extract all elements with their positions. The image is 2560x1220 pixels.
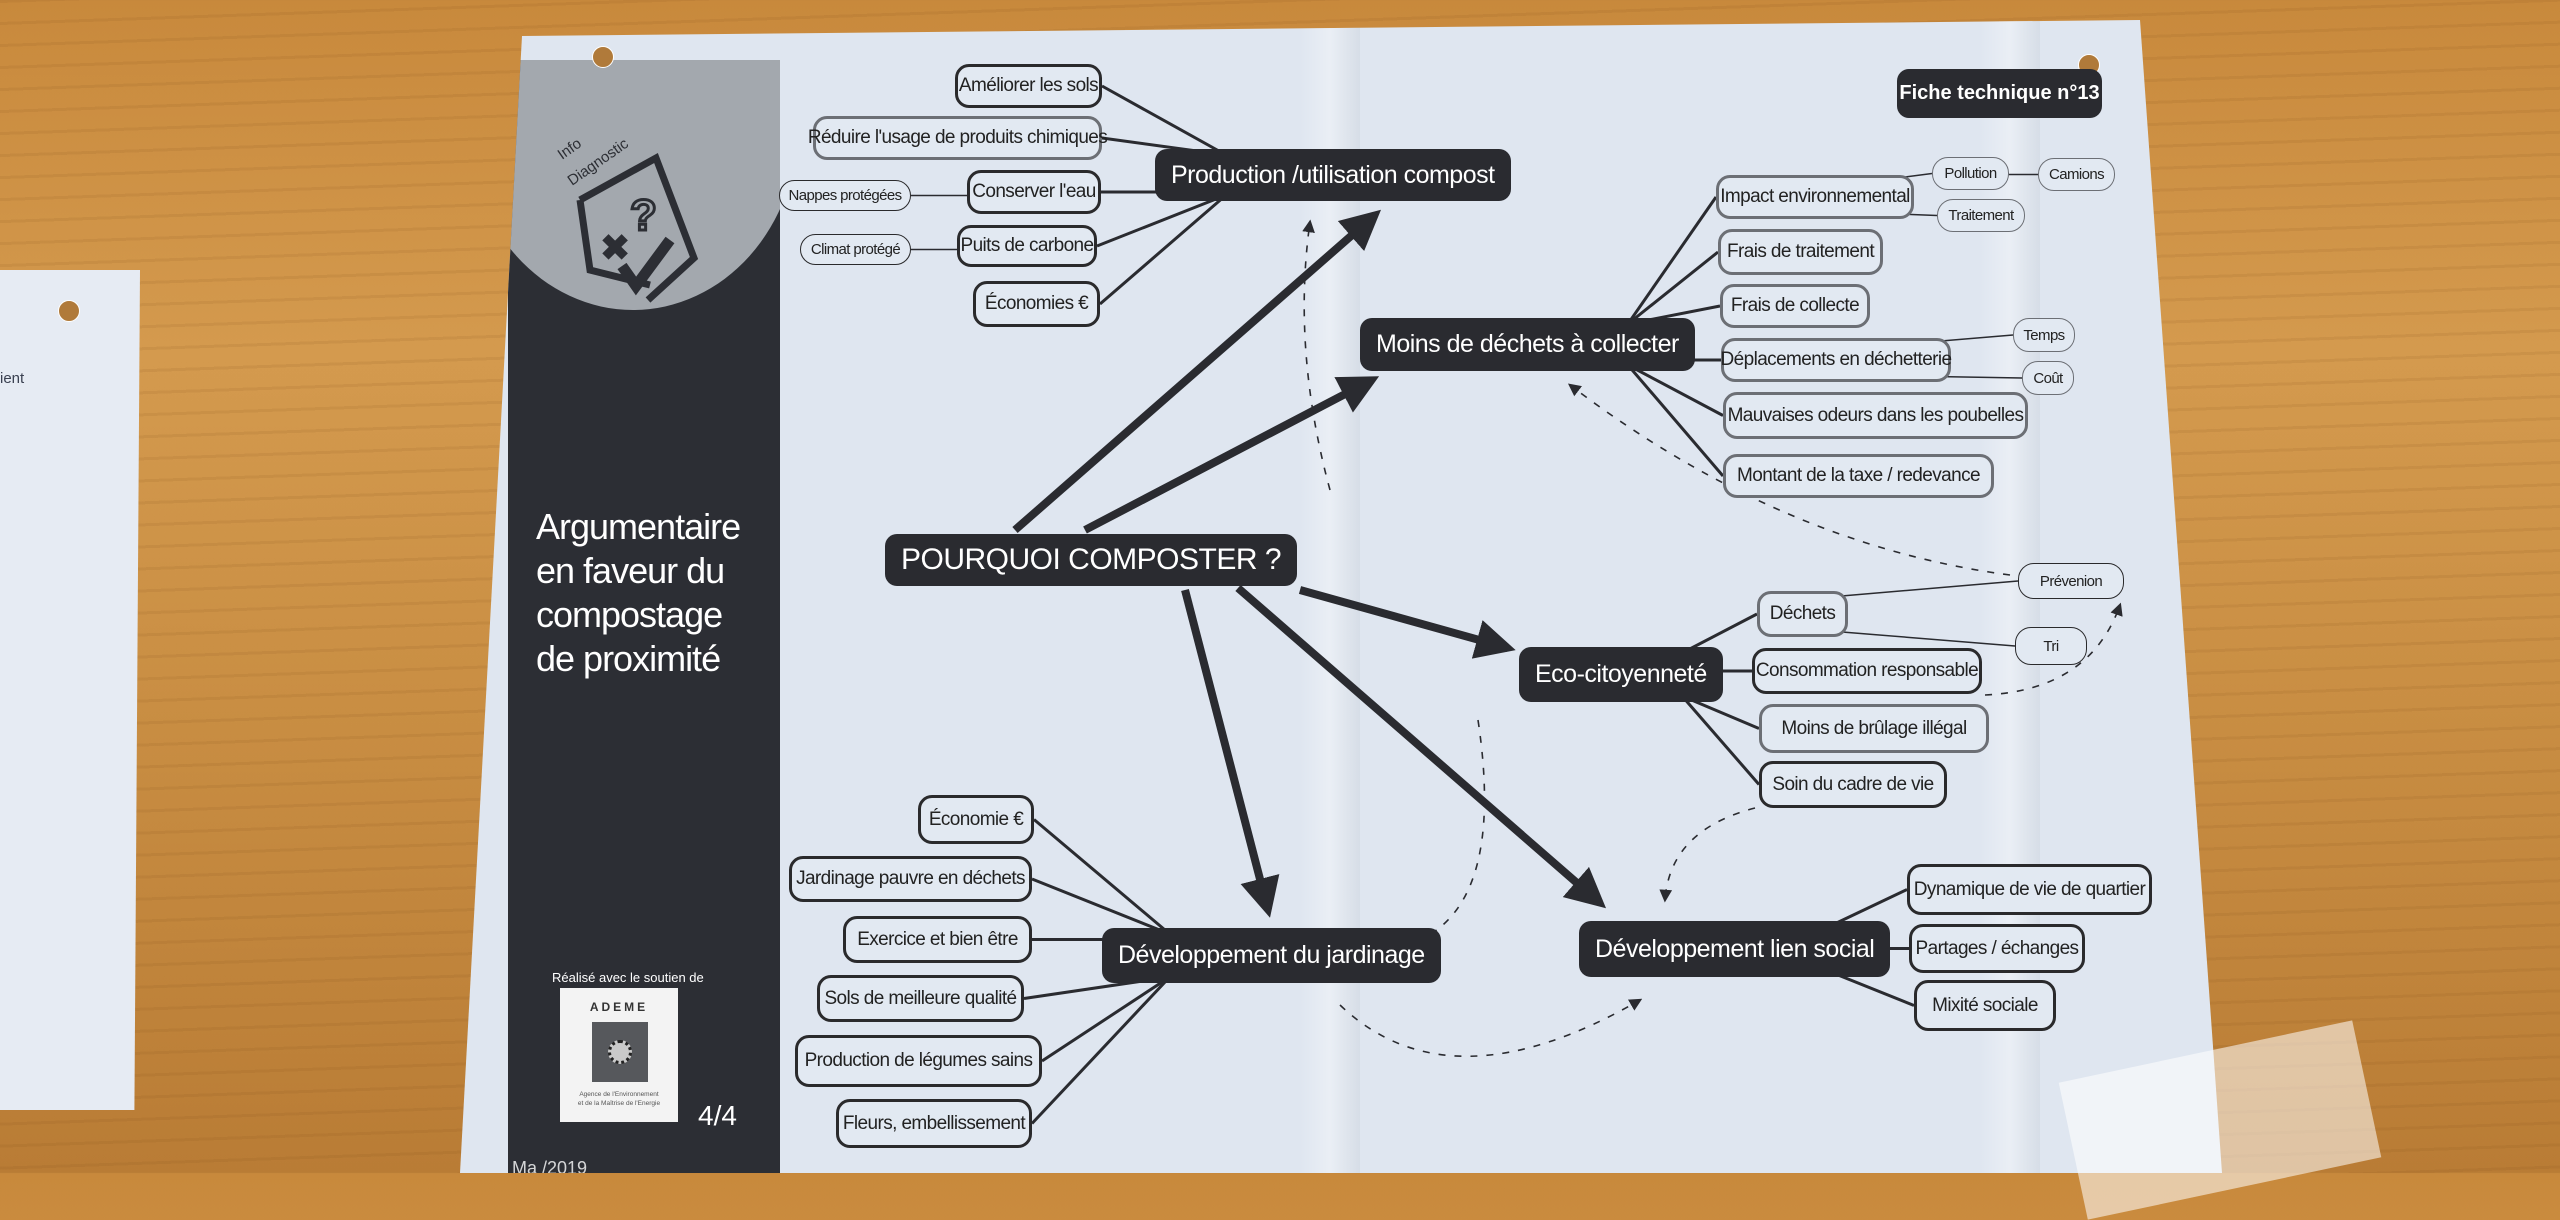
connector-line — [1626, 364, 1725, 477]
left-paper-sheet: ient — [0, 270, 140, 1110]
leaf-ameliorer-sols[interactable]: Améliorer les sols — [955, 64, 1102, 108]
sheet-text-fragment: ient — [0, 370, 25, 387]
leaf-mauvaises-odeurs[interactable]: Mauvaises odeurs dans les poubelles — [1723, 392, 2028, 439]
title-line: Argumentaire — [536, 506, 741, 547]
connector-line — [1680, 695, 1761, 786]
connector-line — [1031, 877, 1171, 936]
leaf-dynamique-quartier[interactable]: Dynamique de vie de quartier — [1907, 864, 2152, 915]
leaf-impact-environnemental[interactable]: Impact environnemental — [1716, 175, 1914, 219]
connector-line — [1626, 250, 1719, 326]
arrow-to-jardinage — [1181, 588, 1280, 918]
dashed-arrow — [1659, 807, 1756, 903]
leaf-mixite-sociale[interactable]: Mixité sociale — [1914, 980, 2056, 1031]
support-label: Réalisé avec le soutien de — [552, 970, 704, 985]
leaf-tri[interactable]: Tri — [2015, 627, 2087, 665]
leaf-prevention[interactable]: Prévenion — [2018, 563, 2124, 599]
leaf-sols-meilleure-qualite[interactable]: Sols de meilleure qualité — [817, 975, 1024, 1022]
leaf-reduire-chimiques[interactable]: Réduire l'usage de produits chimiques — [808, 116, 1108, 160]
leaf-production-legumes[interactable]: Production de légumes sains — [795, 1035, 1042, 1087]
node-eco-citoyennete[interactable]: Eco-citoyenneté — [1519, 647, 1723, 702]
leaf-dechets[interactable]: Déchets — [1757, 591, 1848, 637]
leaf-moins-brulage[interactable]: Moins de brûlage illégal — [1759, 704, 1989, 753]
node-developpement-lien-social[interactable]: Développement lien social — [1579, 921, 1891, 977]
leaf-partages-echanges[interactable]: Partages / échanges — [1909, 924, 2085, 973]
dashed-arrow — [1339, 998, 1643, 1058]
leaf-consommation-responsable[interactable]: Consommation responsable — [1752, 648, 1982, 694]
ademe-subtitle: Agence de l'Environnement et de la Maîtr… — [560, 1090, 678, 1108]
node-developpement-jardinage[interactable]: Développement du jardinage — [1102, 928, 1441, 983]
ademe-subtitle-line: Agence de l'Environnement — [579, 1091, 659, 1098]
ademe-name: ADEME — [589, 1000, 649, 1014]
ademe-logo: ADEME Agence de l'Environnement et de la… — [560, 988, 678, 1122]
connector-line — [1627, 363, 1724, 417]
arrow-to-social — [1235, 584, 1607, 909]
leaf-climat-protege[interactable]: Climat protégé — [800, 234, 911, 265]
leaf-temps[interactable]: Temps — [2013, 318, 2075, 352]
mindmap-sheet: Info Diagnostic ? ✖ Argumentaire en fave… — [460, 20, 2222, 1173]
leaf-economies[interactable]: Économies € — [973, 281, 1100, 327]
punch-hole — [58, 300, 80, 322]
leaf-soin-cadre-vie[interactable]: Soin du cadre de vie — [1759, 761, 1947, 808]
globe-icon — [592, 1022, 648, 1082]
logo-text: Info — [555, 135, 585, 163]
leaf-jardinage-pauvre-dechets[interactable]: Jardinage pauvre en déchets — [789, 856, 1032, 902]
sidebar-title: Argumentaire en faveur du compostage de … — [536, 505, 741, 681]
node-moins-de-dechets[interactable]: Moins de déchets à collecter — [1360, 318, 1695, 371]
info-diagnostic-logo: Info Diagnostic ? ✖ — [555, 135, 699, 303]
connector-line — [1041, 975, 1171, 1063]
fiche-badge: Fiche technique n°13 — [1897, 69, 2102, 118]
center-node[interactable]: POURQUOI COMPOSTER ? — [885, 534, 1298, 586]
ademe-subtitle-line: et de la Maîtrise de l'Energie — [577, 1100, 661, 1107]
leaf-deplacements-dechetterie[interactable]: Déplacements en déchetterie — [1721, 338, 1952, 382]
leaf-puits-carbone[interactable]: Puits de carbone — [957, 225, 1097, 267]
punch-hole — [592, 46, 614, 68]
svg-text:?: ? — [630, 191, 657, 240]
dashed-arrow — [1417, 719, 1486, 942]
leaf-exercice-bien-etre[interactable]: Exercice et bien être — [843, 916, 1032, 963]
page-number: 4/4 — [698, 1100, 737, 1131]
connector-line — [1101, 84, 1227, 157]
connector-line — [1626, 196, 1718, 325]
title-line: compostage — [536, 594, 723, 635]
leaf-nappes-protegees[interactable]: Nappes protégées — [779, 180, 911, 211]
date-label: Ma /2019 — [512, 1158, 588, 1173]
leaf-cout[interactable]: Coût — [2022, 361, 2074, 395]
sidebar-panel: Info Diagnostic ? ✖ Argumentaire en fave… — [508, 60, 780, 1173]
leaf-frais-traitement[interactable]: Frais de traitement — [1718, 229, 1883, 275]
connector-line — [1030, 975, 1171, 1125]
leaf-camions[interactable]: Camions — [2038, 158, 2115, 191]
title-line: de proximité — [536, 638, 721, 679]
connector-line — [1096, 193, 1227, 248]
leaf-frais-collecte[interactable]: Frais de collecte — [1720, 284, 1870, 328]
leaf-fleurs-embellissement[interactable]: Fleurs, embellissement — [836, 1099, 1032, 1148]
leaf-traitement[interactable]: Traitement — [1937, 199, 2025, 232]
leaf-montant-taxe[interactable]: Montant de la taxe / redevance — [1723, 454, 1994, 498]
connector-line — [1033, 818, 1171, 936]
connector-line — [1099, 193, 1228, 306]
title-line: en faveur du — [536, 550, 725, 591]
leaf-economie[interactable]: Économie € — [918, 795, 1034, 844]
svg-text:✖: ✖ — [600, 227, 630, 268]
node-production-compost[interactable]: Production /utilisation compost — [1155, 149, 1511, 201]
leaf-conserver-eau[interactable]: Conserver l'eau — [967, 170, 1101, 214]
leaf-pollution[interactable]: Pollution — [1932, 157, 2009, 190]
